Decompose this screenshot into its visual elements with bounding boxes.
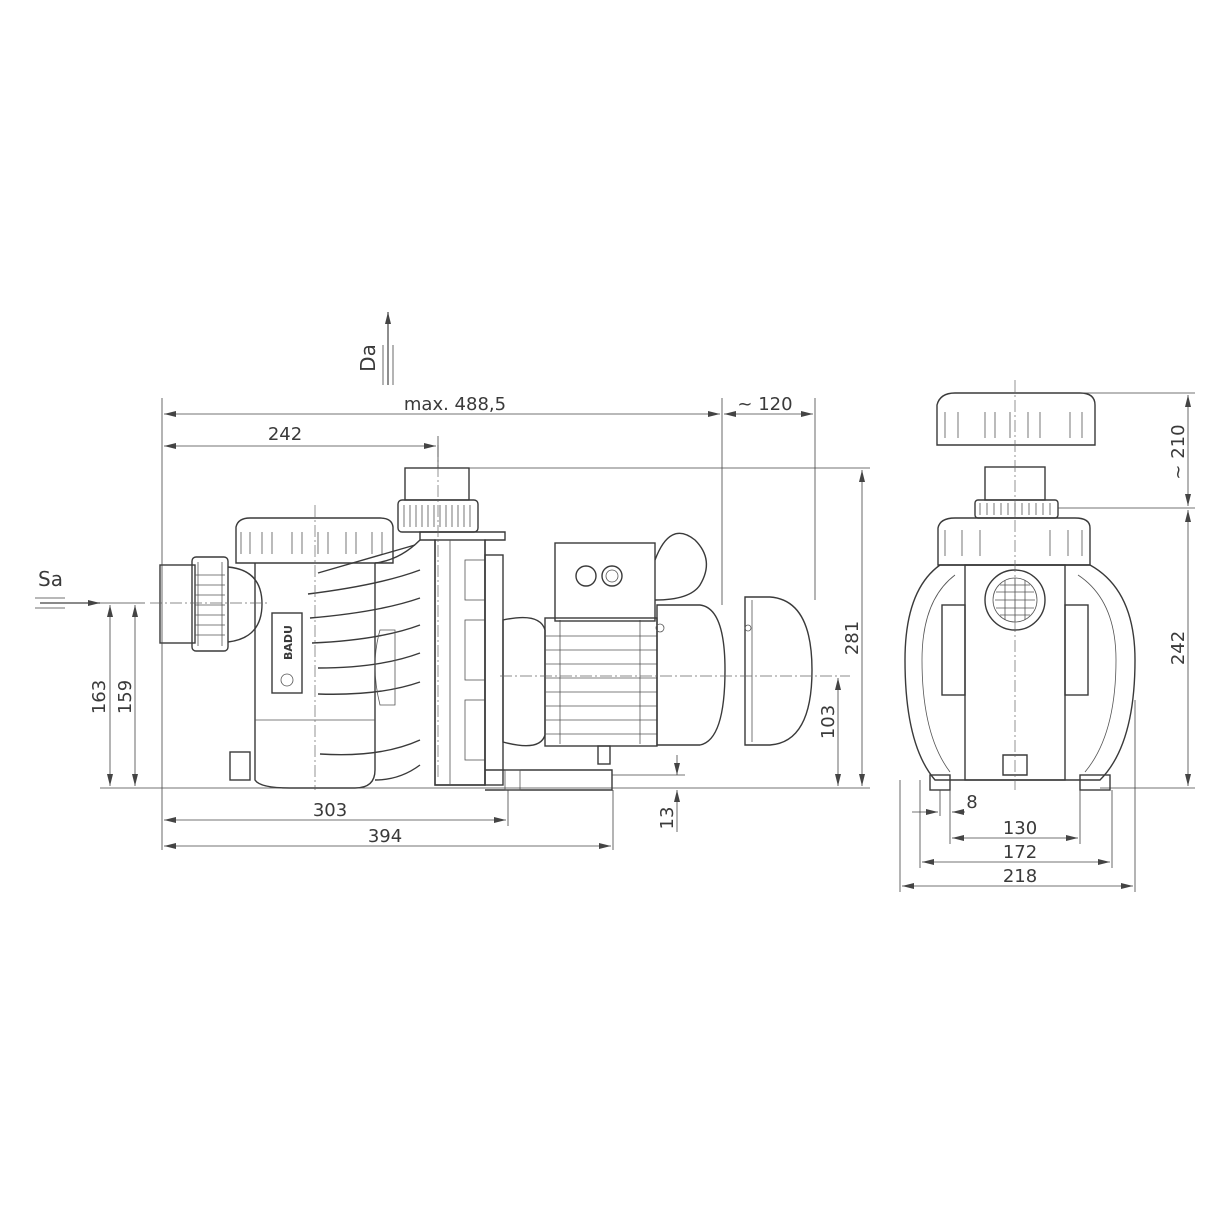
- badu-logo-plate: [271, 612, 303, 694]
- badu-logo-text: BADU: [282, 625, 295, 660]
- dim-inlet-outlet: 242: [268, 424, 302, 445]
- dim-front-242: 242: [1168, 631, 1189, 665]
- dim-8: 8: [966, 792, 977, 813]
- dim-159: 159: [115, 680, 136, 714]
- dim-172: 172: [1003, 842, 1037, 863]
- dim-394: 394: [368, 826, 402, 847]
- dim-218: 218: [1003, 866, 1037, 887]
- side-view-dimensions: max. 488,5 ~ 120 242 303 394 163 159 281…: [35, 312, 870, 850]
- dim-motor-clearance: ~ 120: [737, 394, 792, 415]
- front-view-pump: [904, 380, 1136, 791]
- discharge-label: Da: [356, 344, 380, 372]
- dim-130: 130: [1003, 818, 1037, 839]
- side-view-pump: BADU: [150, 445, 850, 791]
- dim-281: 281: [842, 621, 863, 655]
- dim-lid-clearance: ~ 210: [1168, 424, 1189, 479]
- dim-13: 13: [657, 807, 678, 830]
- suction-label: Sa: [38, 567, 63, 591]
- dim-overall-length: max. 488,5: [404, 394, 506, 415]
- front-view-dimensions: ~ 210 242 8 130 172 218: [899, 392, 1195, 892]
- dim-163: 163: [89, 680, 110, 714]
- dim-303: 303: [313, 800, 347, 821]
- dim-103: 103: [818, 705, 839, 739]
